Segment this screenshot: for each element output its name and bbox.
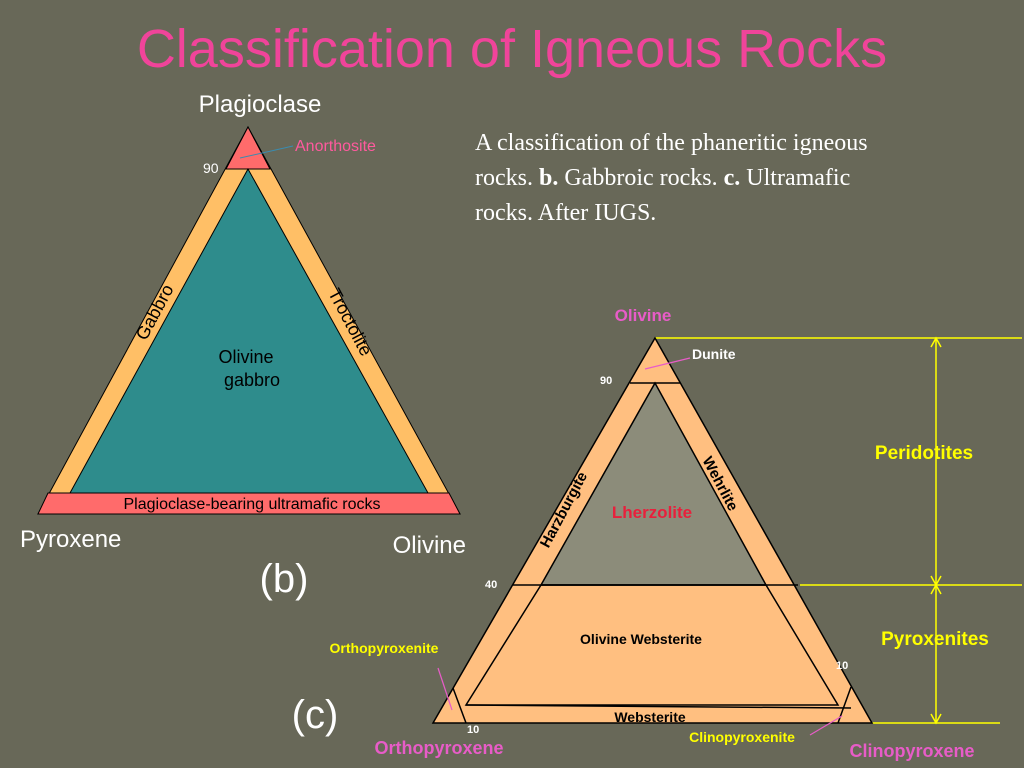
tick-10-bottom-label: 10 bbox=[467, 724, 479, 736]
orthopyroxenite-label: Orthopyroxenite bbox=[330, 640, 439, 656]
dunite-label: Dunite bbox=[692, 346, 736, 362]
tick-90-label: 90 bbox=[203, 160, 219, 176]
clinopyroxene-apex-label: Clinopyroxene bbox=[849, 741, 974, 761]
arrowhead-top bbox=[930, 336, 942, 348]
anorthosite-leader-line bbox=[239, 145, 294, 159]
arrowhead-mid-down bbox=[930, 583, 942, 595]
clinopyroxenite-leader-line bbox=[809, 715, 843, 736]
caption-text-3: Ultramafic rocks. After IUGS. bbox=[475, 165, 851, 226]
peridotites-label: Peridotites bbox=[875, 443, 973, 464]
olivine-websterite-label: Olivine Websterite bbox=[580, 631, 702, 647]
pyroxenites-label: Pyroxenites bbox=[881, 629, 989, 650]
anorthosite-region bbox=[225, 125, 271, 170]
orthopyroxenite-boundary bbox=[452, 687, 467, 724]
gabbro-ternary-diagram: Plagioclase Anorthosite 90 Gabbro Trocto… bbox=[20, 91, 466, 601]
olivine-gabbro-label-line1: Olivine bbox=[218, 347, 273, 367]
tick-40-label: 40 bbox=[485, 579, 497, 591]
olivine-websterite-inner bbox=[464, 584, 840, 706]
tick-90-label: 90 bbox=[600, 375, 612, 387]
olivine-gabbro-region bbox=[69, 167, 429, 494]
orthopyroxenite-leader-line bbox=[437, 667, 453, 711]
caption-label-c: c. bbox=[723, 165, 741, 191]
dunite-leader-line bbox=[644, 357, 691, 370]
anorthosite-label: Anorthosite bbox=[295, 138, 376, 155]
pyroxene-apex-label: Pyroxene bbox=[20, 526, 121, 553]
lherzolite-label: Lherzolite bbox=[612, 503, 692, 522]
figure-caption: A classification of the phaneritic igneo… bbox=[475, 126, 905, 231]
websterite-label: Websterite bbox=[614, 709, 686, 725]
caption-text-2: Gabbroic rocks. bbox=[558, 165, 724, 191]
olivine-apex-label: Olivine bbox=[615, 306, 672, 325]
orthopyroxene-apex-label: Orthopyroxene bbox=[374, 738, 503, 758]
olivine-gabbro-label-line2: gabbro bbox=[224, 370, 280, 390]
tick-10-right-label: 10 bbox=[836, 660, 848, 672]
plagioclase-ultramafic-label: Plagioclase-bearing ultramafic rocks bbox=[124, 496, 381, 513]
page-title: Classification of Igneous Rocks bbox=[136, 19, 888, 79]
diagram-b-label: (b) bbox=[260, 557, 309, 601]
websterite-line bbox=[465, 704, 852, 709]
olivine-apex-label: Olivine bbox=[393, 532, 466, 559]
plagioclase-apex-label: Plagioclase bbox=[199, 91, 322, 118]
arrowhead-bottom bbox=[930, 713, 942, 725]
clinopyroxenite-label: Clinopyroxenite bbox=[689, 729, 795, 745]
diagram-c-label: (c) bbox=[292, 693, 339, 737]
caption-label-b: b. bbox=[538, 165, 559, 191]
caption-text-1: A classification of the phaneritic igneo… bbox=[475, 130, 868, 191]
